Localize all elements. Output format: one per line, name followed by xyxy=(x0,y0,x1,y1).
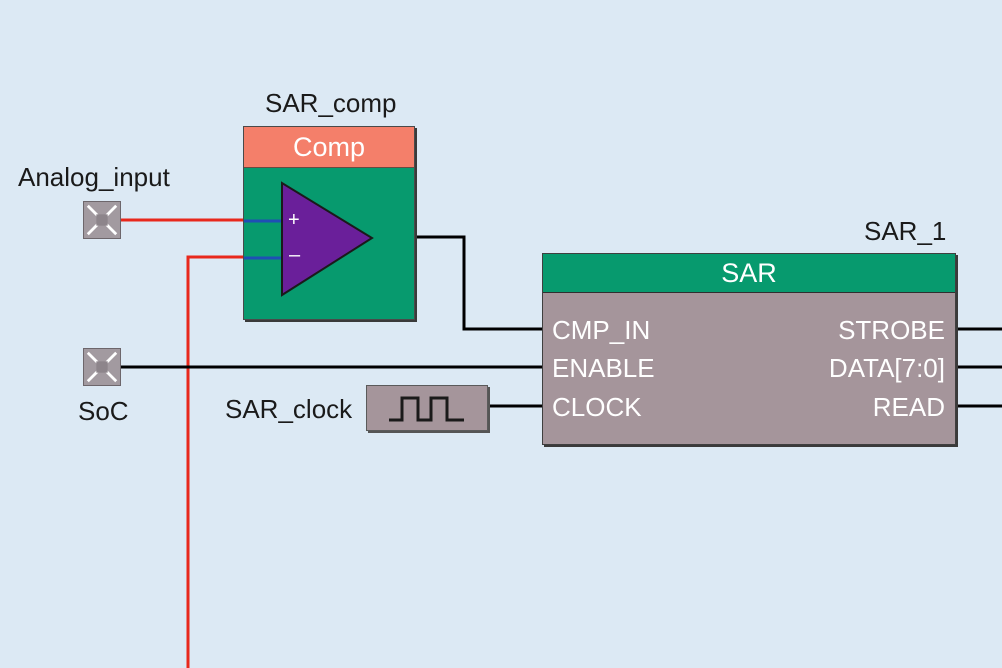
opamp-icon xyxy=(244,181,374,297)
wire-feedback xyxy=(186,255,244,668)
analog-input-pin-icon[interactable] xyxy=(83,201,121,239)
port-cmp-in: CMP_IN xyxy=(552,315,651,345)
port-data: DATA[7:0] xyxy=(828,353,945,383)
wire-comp-out xyxy=(370,235,543,331)
comparator-block[interactable]: Comp + – xyxy=(243,126,415,320)
port-clock: CLOCK xyxy=(552,392,642,422)
soc-pin-icon[interactable] xyxy=(83,348,121,386)
port-strobe: STROBE xyxy=(838,315,945,345)
soc-label: SoC xyxy=(78,396,129,426)
analog-input-label: Analog_input xyxy=(18,162,170,192)
sar-block[interactable]: SAR CMP_IN ENABLE CLOCK STROBE DATA[7:0]… xyxy=(542,253,956,445)
clock-block[interactable] xyxy=(366,385,488,431)
port-read: READ xyxy=(872,392,945,422)
opamp-plus-label: + xyxy=(288,209,300,231)
sar-clock-label: SAR_clock xyxy=(225,394,353,424)
port-enable: ENABLE xyxy=(552,353,655,383)
sar-comp-label: SAR_comp xyxy=(265,88,397,118)
comparator-header: Comp xyxy=(244,127,414,168)
sar-header: SAR xyxy=(543,254,955,293)
clock-waveform-icon xyxy=(389,396,464,422)
sar-1-label: SAR_1 xyxy=(864,216,947,246)
opamp-minus-label: – xyxy=(289,244,301,266)
